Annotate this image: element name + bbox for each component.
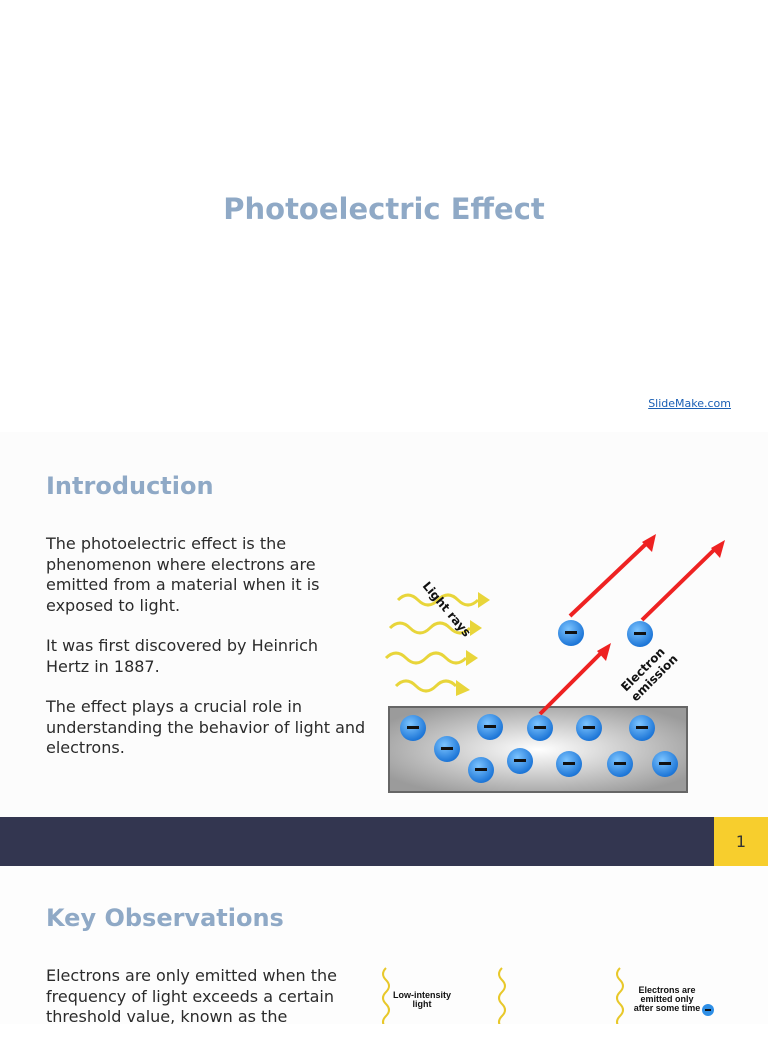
paragraph: It was first discovered by Heinrich Hert… bbox=[46, 636, 319, 676]
light-rays-icon bbox=[384, 593, 480, 693]
page-number-badge: 1 bbox=[714, 817, 768, 866]
slide-heading: Key Observations bbox=[46, 904, 284, 932]
paragraph: The effect plays a crucial role in under… bbox=[46, 697, 366, 757]
emitted-electrons bbox=[558, 620, 653, 647]
paragraph: The photoelectric effect is the phenomen… bbox=[46, 534, 320, 615]
slide-body: The photoelectric effect is the phenomen… bbox=[46, 534, 366, 779]
observations-diagram: Low-intensity light Electrons are emitte… bbox=[380, 966, 730, 1029]
presentation-title: Photoelectric Effect bbox=[223, 192, 545, 226]
slide-body: Electrons are only emitted when the freq… bbox=[46, 966, 366, 1048]
emitted-label-1: Electrons are bbox=[638, 985, 695, 995]
emitted-label-2: emitted only bbox=[640, 994, 693, 1004]
light-wave-icon bbox=[382, 967, 624, 1029]
slide-introduction: Introduction The photoelectric effect is… bbox=[0, 432, 768, 866]
plate-electrons bbox=[400, 714, 678, 783]
low-intensity-label-2: light bbox=[413, 999, 432, 1009]
paragraph: Electrons are only emitted when the freq… bbox=[46, 966, 337, 1026]
title-slide: Photoelectric Effect SlideMake.com bbox=[0, 0, 768, 432]
slide-heading: Introduction bbox=[46, 472, 214, 500]
slide-key-observations: Key Observations Electrons are only emit… bbox=[0, 866, 768, 1026]
footer-bar bbox=[0, 817, 714, 866]
emission-arrows bbox=[538, 534, 725, 716]
emitted-label-3: after some time bbox=[634, 1003, 701, 1013]
low-intensity-label: Low-intensity bbox=[393, 990, 451, 1000]
photoelectric-diagram: Light rays Electron emission bbox=[380, 530, 730, 804]
slidemake-link[interactable]: SlideMake.com bbox=[648, 397, 731, 410]
